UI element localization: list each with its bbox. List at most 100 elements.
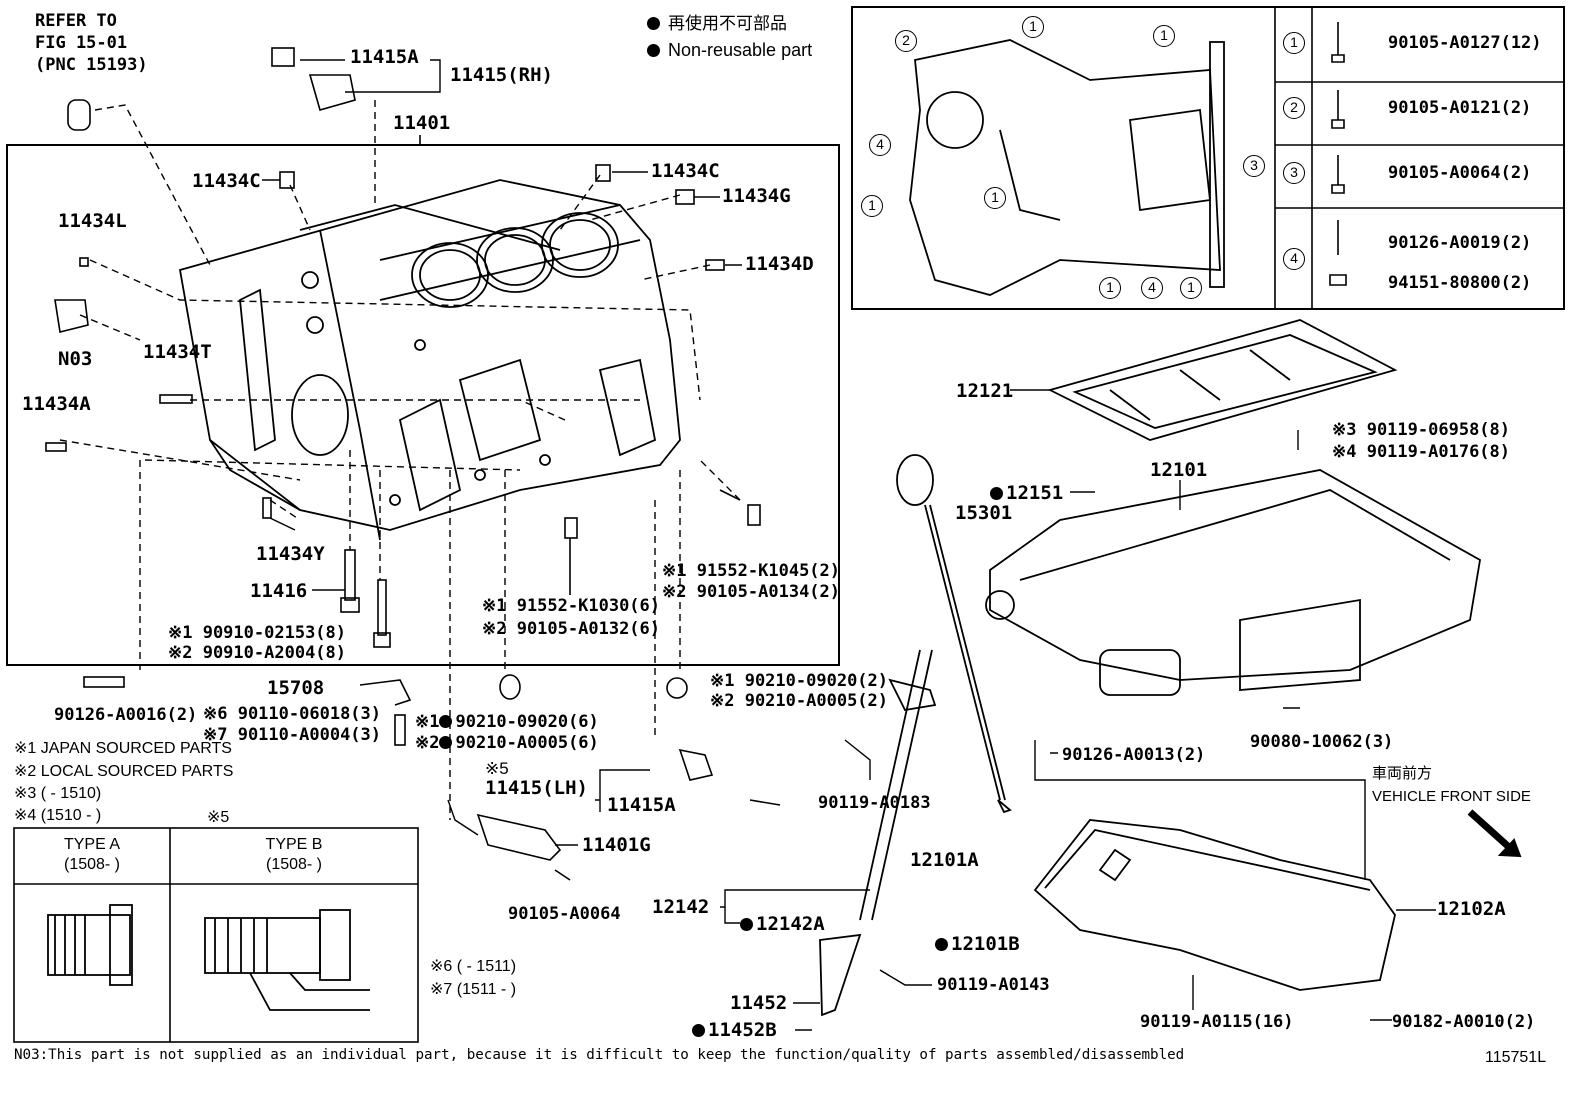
bolt-row-4-part2: 94151-80800(2): [1388, 273, 1532, 293]
label-bolt-s4: ※4 90119-A0176(8): [1332, 442, 1511, 462]
callout-3: 3: [1243, 155, 1265, 177]
label-11415A-top: 11415A: [350, 46, 419, 68]
label-12121: 12121: [956, 380, 1014, 402]
callout-2: 2: [895, 30, 917, 52]
non-reusable-dot-icon: [647, 17, 660, 30]
label-11434D: 11434D: [745, 253, 814, 275]
bolt-row-1-part: 90105-A0127(12): [1388, 33, 1542, 53]
bolt-row-2-part: 90105-A0121(2): [1388, 98, 1532, 118]
label-15301: 15301: [955, 502, 1013, 524]
label-11416: 11416: [250, 580, 308, 602]
note-1: ※1 JAPAN SOURCED PARTS: [14, 740, 232, 757]
note-2: ※2 LOCAL SOURCED PARTS: [14, 763, 234, 780]
label-N03: N03: [58, 348, 93, 370]
callout-1: 1: [984, 187, 1006, 209]
bolt-row-2-number: 2: [1283, 97, 1305, 119]
bolt-row-1-number: 1: [1283, 32, 1305, 54]
label-90119-A0115: 90119-A0115(16): [1140, 1012, 1294, 1032]
bolt-row-3-number: 3: [1283, 162, 1305, 184]
front-arrow: [1467, 809, 1513, 851]
dipstick-art: [896, 454, 1012, 814]
guide-tube-art: [819, 649, 937, 1017]
note-5-mark: ※5: [207, 809, 230, 826]
label-11452B: 11452B: [692, 1021, 777, 1040]
label-11401: 11401: [393, 112, 451, 134]
label-11434Y: 11434Y: [256, 543, 325, 565]
label-11434C-left: 11434C: [192, 170, 261, 192]
type-b-date: (1508- ): [265, 856, 323, 873]
label-11434A: 11434A: [22, 393, 91, 415]
label-bolt-s3: ※3 90119-06958(8): [1332, 420, 1511, 440]
callout-1: 1: [861, 195, 883, 217]
label-11452: 11452: [730, 992, 788, 1014]
label-11434L: 11434L: [58, 210, 127, 232]
non-reusable-dot-icon: [935, 938, 948, 951]
callout-1: 1: [1153, 25, 1175, 47]
note-5-mark-lh: ※5: [485, 759, 509, 778]
callout-4: 4: [869, 134, 891, 156]
label-12101: 12101: [1150, 459, 1208, 481]
small-parts: [45, 47, 781, 881]
label-90126-A0016: 90126-A0016(2): [54, 705, 198, 725]
type-a-title: TYPE A: [63, 836, 121, 853]
non-reusable-dot-icon: [740, 918, 753, 931]
label-90119-A0143: 90119-A0143: [937, 975, 1050, 995]
note-4: ※4 (1510 - ): [14, 807, 102, 824]
callout-4: 4: [1141, 277, 1163, 299]
label-bolt-90105-A0132: ※2 90105-A0132(6): [482, 619, 661, 639]
front-jp: 車両前方: [1372, 765, 1433, 782]
label-bolt-90910-1: ※1 90910-02153(8): [168, 623, 347, 643]
oil-pan-lower-art: [1033, 819, 1396, 991]
label-90105-A0064: 90105-A0064: [508, 904, 621, 924]
note-6: ※6 ( - 1511): [430, 958, 517, 975]
label-11401G: 11401G: [582, 834, 651, 856]
label-11434G: 11434G: [722, 185, 791, 207]
label-12142A: 12142A: [740, 915, 825, 934]
bolt-row-4-number: 4: [1283, 248, 1305, 270]
label-12101B: 12101B: [935, 935, 1020, 954]
label-bolt-90910-2: ※2 90910-A2004(8): [168, 643, 347, 663]
label-12151: 12151: [990, 484, 1063, 503]
label-11415RH: 11415(RH): [450, 64, 553, 86]
label-12101A: 12101A: [910, 849, 979, 871]
footnote-n03: N03:This part is not supplied as an indi…: [14, 1047, 1185, 1063]
type-b-title: TYPE B: [265, 836, 323, 853]
label-11434T: 11434T: [143, 341, 212, 363]
type-a-art: [47, 904, 133, 986]
non-reusable-dot-icon: [439, 715, 453, 728]
label-gasket-1: ※1 90210-09020(2): [710, 671, 889, 691]
label-90126-A0013: 90126-A0013(2): [1062, 745, 1206, 765]
label-90182-A0010: 90182-A0010(2): [1392, 1012, 1536, 1032]
label-15708: 15708: [267, 677, 325, 699]
label-90119-A0183: 90119-A0183: [818, 793, 931, 813]
callout-1: 1: [1180, 277, 1202, 299]
dashed-leaders: [59, 100, 741, 820]
engine-block-frame: [6, 144, 840, 666]
label-bolt-91552-K1045: ※1 91552-K1045(2): [662, 561, 841, 581]
leader-lines: [262, 59, 1436, 1031]
refer-line1: REFER TO: [35, 11, 117, 31]
callout-1: 1: [1099, 277, 1121, 299]
non-reusable-dot-icon: [692, 1024, 705, 1037]
bolt-row-3-part: 90105-A0064(2): [1388, 163, 1532, 183]
label-gasket-2: ※2 90210-A0005(2): [710, 691, 889, 711]
type-a-date: (1508- ): [63, 856, 121, 873]
label-bolt-91552-K1030: ※1 91552-K1030(6): [482, 596, 661, 616]
label-bolt-6: ※6 90110-06018(3): [203, 704, 382, 724]
note-7: ※7 (1511 - ): [430, 981, 517, 998]
non-reusable-dot-icon: [439, 736, 453, 749]
cylinder-block-art: [178, 179, 681, 541]
label-11434C-right: 11434C: [651, 160, 720, 182]
label-90080-10062: 90080-10062(3): [1250, 732, 1394, 752]
callout-1: 1: [1022, 16, 1044, 38]
figure-id: 115751L: [1485, 1049, 1547, 1066]
label-bolt-90105-A0134: ※2 90105-A0134(2): [662, 582, 841, 602]
non-reusable-dot-icon: [990, 487, 1003, 500]
label-11415A-bottom: 11415A: [607, 794, 676, 816]
legend-en: Non-reusable part: [647, 41, 812, 59]
note-3: ※3 ( - 1510): [14, 785, 102, 802]
baffle-plate-art: [1047, 319, 1398, 441]
oil-pump-gasket-art: [909, 39, 1225, 296]
